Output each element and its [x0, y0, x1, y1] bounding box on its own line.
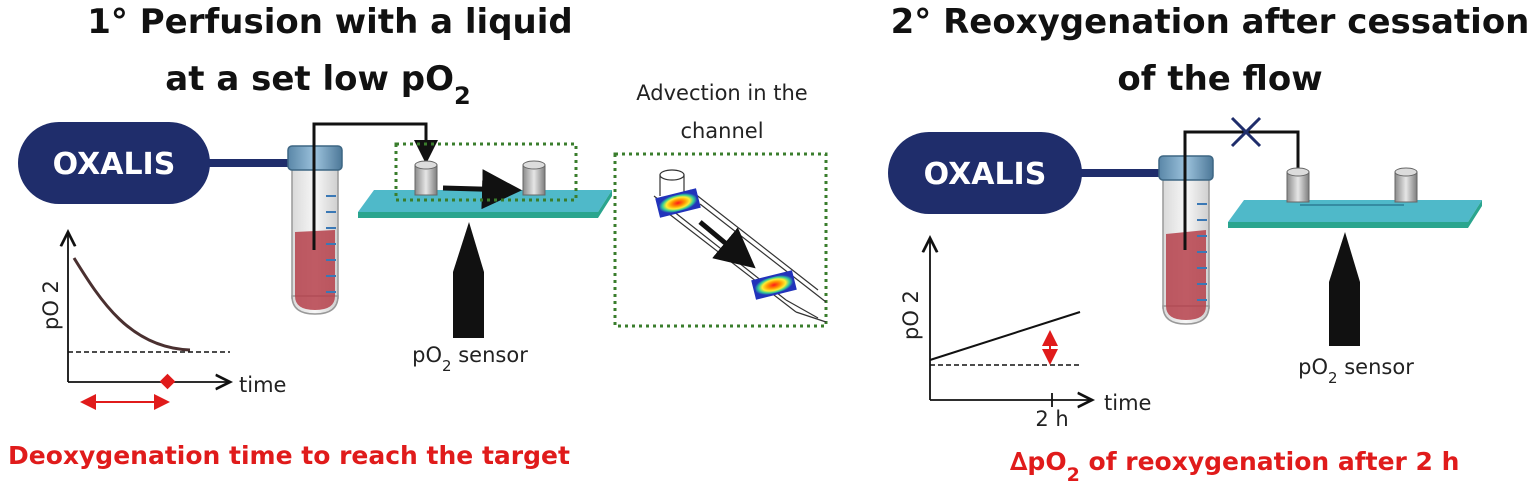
- graph2-ylabel: pO 2: [899, 290, 923, 340]
- sensor-label-2: pO2 sensor: [1298, 355, 1414, 387]
- po2-sensor-1: [453, 222, 484, 338]
- po2-sensor-2: [1329, 232, 1360, 346]
- panel1-caption: Deoxygenation time to reach the target: [8, 441, 570, 470]
- oxalis-badge-1: [18, 122, 210, 204]
- target-marker: [159, 373, 176, 390]
- graph2-tick-label: 2 h: [1035, 407, 1068, 431]
- blood-sample-1: [295, 230, 335, 310]
- tubing-2: [1183, 130, 1300, 250]
- outlet-heatmap: [751, 270, 797, 300]
- blood-sample-2: [1166, 230, 1206, 320]
- oxalis-label-2: OXALIS: [924, 157, 1047, 192]
- panel2-caption: ∆pO2 of reoxygenation after 2 h: [1010, 447, 1459, 486]
- graph2-rising-line: [929, 311, 1081, 361]
- graph2-xlabel: time: [1104, 391, 1151, 415]
- graph-reoxygenation: pO 2 time 2 h: [899, 238, 1151, 431]
- inset-label-line1: Advection in the: [636, 81, 807, 105]
- panel2-title-line1: 2° Reoxygenation after cessation: [891, 2, 1530, 42]
- microfluidic-slide-2: [1228, 167, 1482, 228]
- graph-deoxygenation: pO 2 time: [39, 232, 286, 410]
- panel1-title-line2: at a set low pO2: [165, 59, 470, 110]
- panel2-title-line2: of the flow: [1117, 59, 1322, 99]
- inset-box: [613, 152, 828, 328]
- panel-2: 2° Reoxygenation after cessation of the …: [888, 2, 1529, 486]
- flow-arrow-1: [442, 169, 522, 210]
- panel-1: 1° Perfusion with a liquid at a set low …: [8, 2, 828, 470]
- oxalis-label-1: OXALIS: [53, 147, 176, 182]
- flow-stopped-icon: [1230, 116, 1262, 148]
- graph1-curve: [72, 257, 191, 352]
- inset-flow-arrow: [698, 220, 756, 269]
- oxalis-badge-2: [888, 132, 1082, 214]
- tubing-1: [312, 122, 438, 250]
- zoom-box-1: [394, 142, 578, 202]
- inset-label-line2: channel: [680, 119, 763, 143]
- microfluidic-slide-1: [358, 160, 612, 218]
- oxalis-device-2: OXALIS: [888, 132, 1170, 214]
- sensor-label-1: pO2 sensor: [412, 343, 528, 375]
- inlet-heatmap: [655, 188, 701, 218]
- oxalis-device-1: OXALIS: [18, 122, 300, 204]
- graph1-xlabel: time: [239, 373, 286, 397]
- panel1-title-line1: 1° Perfusion with a liquid: [87, 2, 573, 42]
- graph1-ylabel: pO 2: [39, 280, 63, 330]
